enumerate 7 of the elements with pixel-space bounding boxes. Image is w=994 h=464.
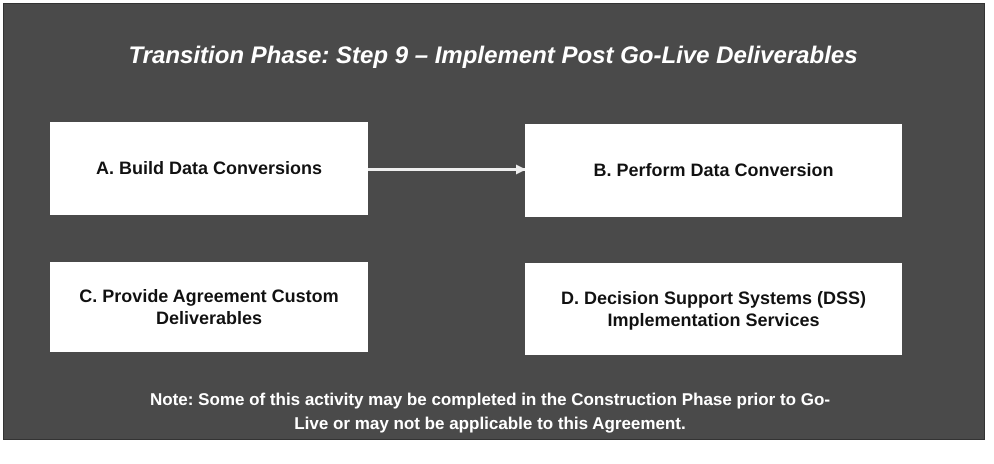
process-box: A. Build Data Conversions (50, 122, 368, 215)
process-box: D. Decision Support Systems (DSS) Implementation Services (525, 263, 902, 355)
arrow (368, 164, 526, 174)
process-box: C. Provide Agreement Custom Deliverables (50, 262, 368, 352)
diagram-title: Transition Phase: Step 9 – Implement Post Go-Live Deliverables (127, 42, 859, 70)
process-box: B. Perform Data Conversion (525, 124, 902, 217)
note-text: Note: Some of this activity may be completed in the Construction Phase prior to Go-Live or may not be applicable to this Agreement. (148, 389, 832, 435)
